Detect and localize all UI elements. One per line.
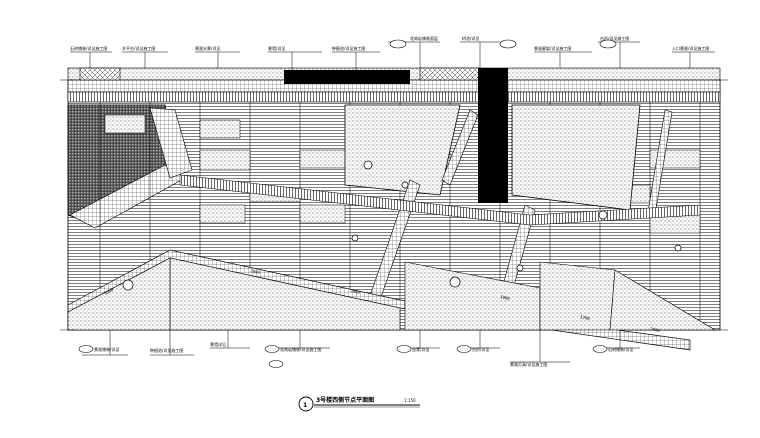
dimension-text: 2400: [650, 326, 661, 333]
callout-label: 入口景观/详见施工图: [672, 45, 709, 51]
callout-label: 种植池/详见施工图: [332, 45, 365, 51]
callout-label: 木平台/详见施工图: [122, 45, 155, 51]
callout-label: 景观铺装/详见: [94, 346, 119, 352]
dimension-text: 2000: [350, 288, 361, 295]
callout-label: 台阶/详见施工图: [600, 35, 629, 41]
callout-label: 台阶/详见: [472, 346, 489, 352]
callout-label: 种植池/详见施工图: [150, 347, 183, 353]
callout-label: 石材铺装/详见施工图: [70, 45, 107, 51]
dimension-text: 1200: [580, 314, 591, 321]
drawing-number: 1: [303, 402, 307, 409]
dimension-text: 2000: [250, 268, 261, 275]
dimension-text: 3000: [103, 287, 114, 296]
callout-label: 坐凳/详见: [412, 346, 429, 352]
drawing-scale: 1:150: [404, 398, 416, 403]
callout-label: 景墙详见: [210, 341, 226, 347]
callout-label: 花岗岩铺装面层: [410, 35, 438, 41]
drawing-number-circle: [298, 396, 314, 412]
drawing-title: 3号楼西侧节点平面图: [316, 396, 374, 404]
dimension-text: 1800: [500, 294, 511, 301]
callout-label: 石材铺装/详见: [608, 346, 633, 352]
callout-label: 景观水景/详见: [195, 45, 220, 51]
callout-label: 景墙/详见: [268, 45, 285, 51]
callout-label: 景观廊架/详见施工图: [534, 45, 571, 51]
callout-label: 景观灯具/详见施工图: [510, 361, 547, 367]
callout-label: 花岗岩铺装/详见施工图: [280, 346, 321, 352]
callout-label: 树池/详见: [462, 35, 479, 41]
